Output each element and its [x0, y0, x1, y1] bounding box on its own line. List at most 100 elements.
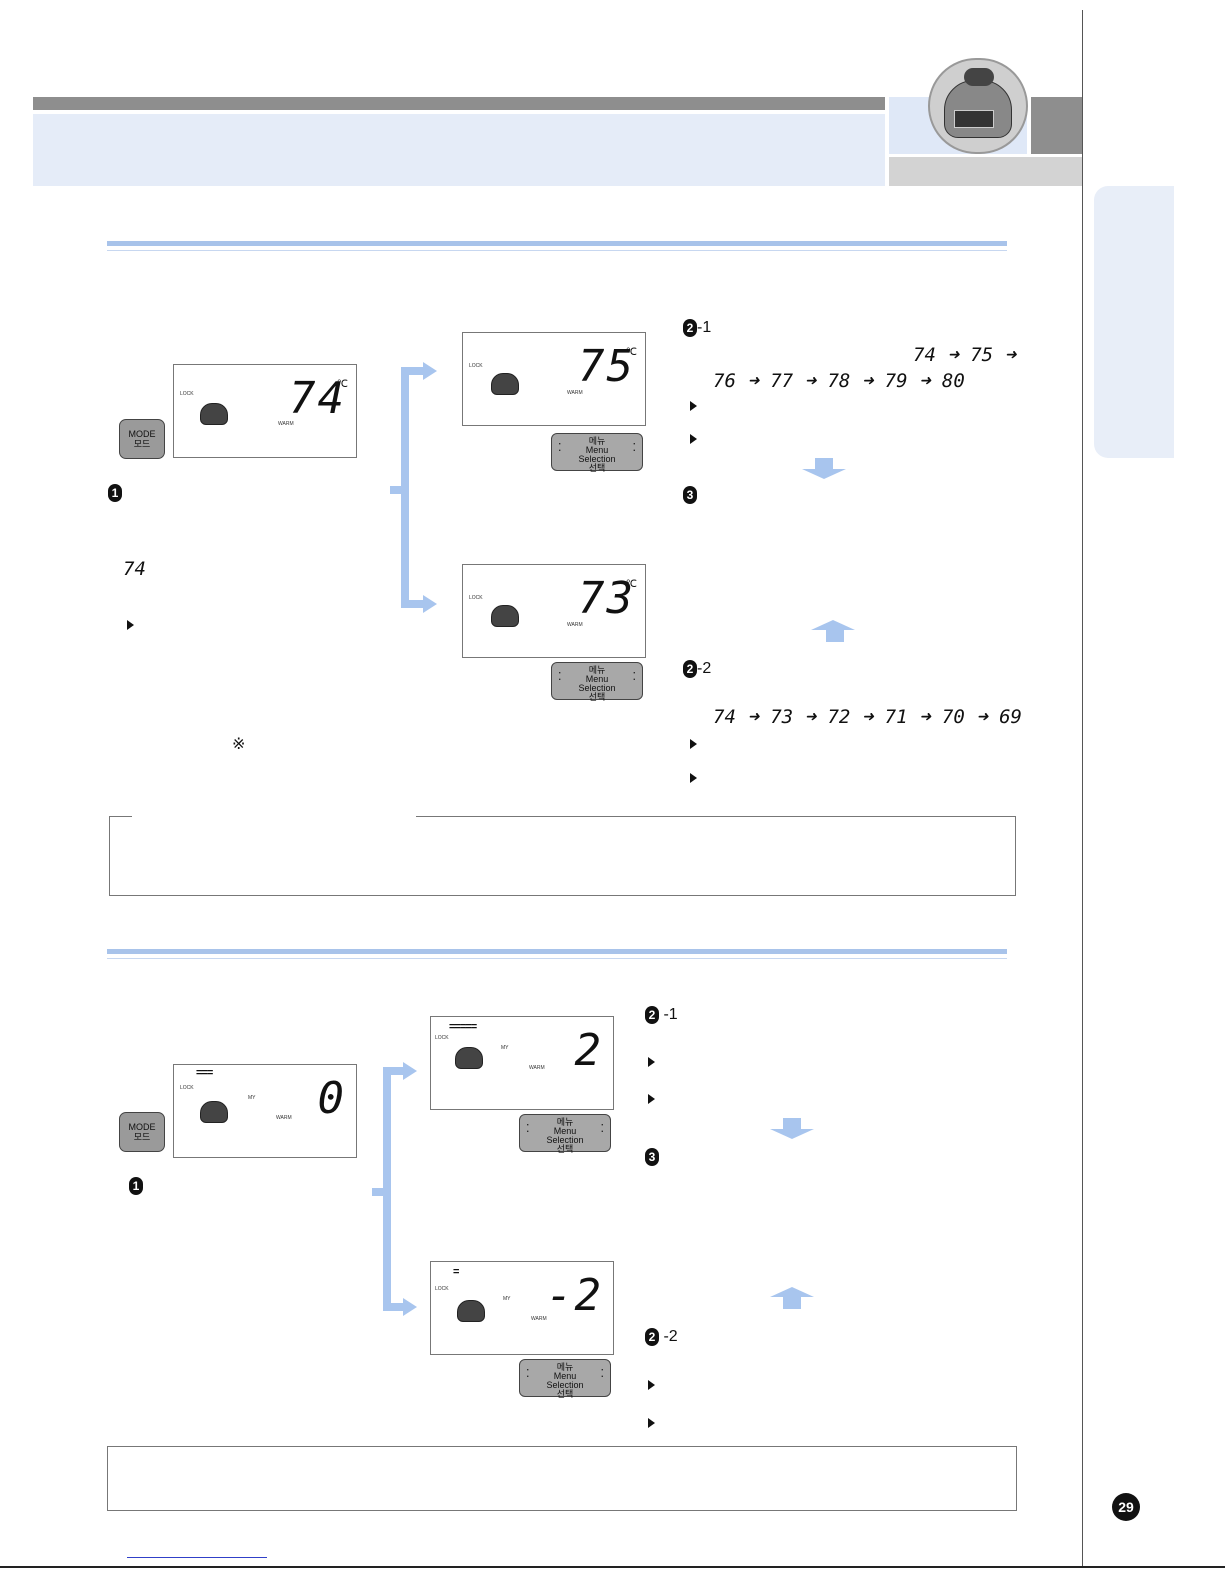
temp-seq-up-a: 74 ➜ 75 ➜	[913, 344, 1016, 366]
warm-label: WARM	[531, 1316, 547, 1322]
branch-arrow-up	[401, 367, 425, 375]
selection-label: Selection	[578, 454, 616, 464]
menu-label: Menu	[553, 1371, 577, 1381]
header-grey-block	[1031, 97, 1083, 154]
lcd-level-value: -2	[546, 1270, 603, 1321]
step-3-marker-2: 3	[645, 1148, 659, 1166]
lock-label: LOCK	[469, 595, 483, 601]
page-bottom-line	[0, 1566, 1225, 1568]
selection-label-ko: 선택	[588, 463, 606, 473]
header-title-band	[33, 114, 885, 186]
mode-button-2[interactable]: MODE 모드	[119, 1112, 165, 1152]
selection-label-ko: 선택	[588, 692, 606, 702]
branch-arrow-vertical-2	[383, 1067, 391, 1311]
arrow-up-icon	[811, 620, 855, 630]
branch-arrow-vertical	[401, 367, 409, 607]
branch-arrow-stub	[390, 486, 404, 494]
lcd-main-my-level: === LOCK MY WARM 0	[173, 1064, 357, 1158]
lock-label: LOCK	[435, 1286, 449, 1292]
page-edge-line	[1082, 10, 1083, 1567]
selection-label: Selection	[578, 683, 616, 693]
bullet-icon	[690, 401, 697, 411]
arrow-up-stem	[826, 630, 844, 642]
bullet-icon	[648, 1418, 655, 1428]
chapter-side-tab	[1094, 186, 1174, 458]
menu-selection-button-down[interactable]: ⁚ ⁚ 메뉴 Menu Selection 선택	[551, 662, 643, 702]
step-2-2-marker: 2-2	[683, 660, 711, 678]
bullet-icon	[690, 773, 697, 783]
menu-selection-button[interactable]: ⁚ ⁚ 메뉴 Menu Selection 선택	[551, 433, 643, 473]
cooker-icon	[200, 403, 228, 425]
warm-label: WARM	[529, 1065, 545, 1071]
header-dark-band	[33, 97, 885, 110]
degree-label: ℃	[625, 579, 637, 590]
step-2-1-marker: 2-1	[683, 319, 711, 337]
menu-label-ko: 메뉴	[556, 1117, 574, 1127]
cooker-icon	[200, 1101, 228, 1123]
step-2-2-marker-2: 2 -2	[645, 1328, 678, 1346]
lcd-up-temp: LOCK WARM 75 ℃	[462, 332, 646, 426]
warm-label: WARM	[567, 622, 583, 628]
lcd-temp-value: 73	[578, 573, 635, 624]
arrow-down-icon	[815, 458, 833, 470]
cooker-icon	[491, 373, 519, 395]
section2-rule	[107, 949, 1007, 954]
lcd-temp-value: 75	[578, 341, 635, 392]
step-1-marker-2: 1	[129, 1177, 143, 1195]
mode-button-label: MODE	[128, 429, 156, 439]
mode-button[interactable]: MODE 모드	[119, 419, 165, 459]
lcd-temp-value: 74	[289, 373, 346, 424]
lock-label: LOCK	[180, 1085, 194, 1091]
menu-selection-button-2[interactable]: ⁚ ⁚ 메뉴 Menu Selection 선택	[519, 1114, 611, 1154]
note-mark: ※	[232, 736, 246, 753]
footer-link-underline	[127, 1557, 267, 1558]
arrow-up-stem	[783, 1297, 801, 1309]
lock-label: LOCK	[469, 363, 483, 369]
level-bars: ===	[196, 1067, 213, 1079]
lcd-level-value: 0	[317, 1073, 346, 1124]
my-label: MY	[501, 1045, 509, 1051]
step-2-1-marker-2: 2 -1	[645, 1006, 678, 1024]
rice-cooker-icon	[928, 58, 1028, 154]
bullet-icon	[648, 1094, 655, 1104]
note-box-2	[107, 1446, 1017, 1511]
mode-button-label: MODE	[128, 1122, 156, 1132]
lcd-level-value: 2	[574, 1025, 603, 1076]
step-1-temp-value: 74	[123, 558, 146, 580]
selection-label-ko: 선택	[556, 1144, 574, 1154]
section1-rule	[107, 241, 1007, 246]
mode-button-label-ko: 모드	[133, 1132, 151, 1142]
cooker-icon	[491, 605, 519, 627]
cooker-icon	[457, 1300, 485, 1322]
menu-label: Menu	[585, 674, 609, 684]
branch-arrow-down	[401, 600, 425, 608]
bullet-icon	[690, 739, 697, 749]
level-bars: =====	[449, 1021, 477, 1033]
arrow-down-head	[770, 1129, 814, 1139]
menu-label: Menu	[585, 445, 609, 455]
mode-button-label-ko: 모드	[133, 439, 151, 449]
menu-label: Menu	[553, 1126, 577, 1136]
section2-rule-thin	[107, 958, 1007, 959]
arrow-head-icon	[423, 362, 437, 380]
branch-arrow-up-2	[383, 1067, 405, 1075]
arrow-head-icon	[403, 1298, 417, 1316]
lcd-main-warm-temp: LOCK WARM 74 ℃	[173, 364, 357, 458]
menu-selection-button-2-down[interactable]: ⁚ ⁚ 메뉴 Menu Selection 선택	[519, 1359, 611, 1399]
cooker-icon	[455, 1047, 483, 1069]
menu-label-ko: 메뉴	[588, 665, 606, 675]
warm-label: WARM	[276, 1115, 292, 1121]
arrow-head-icon	[403, 1062, 417, 1080]
degree-label: ℃	[625, 347, 637, 358]
lcd-up-level: ===== LOCK MY WARM 2	[430, 1016, 614, 1110]
warm-label: WARM	[567, 390, 583, 396]
selection-label: Selection	[546, 1380, 584, 1390]
bullet-icon	[127, 620, 134, 630]
selection-label: Selection	[546, 1135, 584, 1145]
arrow-head-icon	[423, 595, 437, 613]
lock-label: LOCK	[435, 1035, 449, 1041]
my-label: MY	[248, 1095, 256, 1101]
menu-label-ko: 메뉴	[588, 436, 606, 446]
branch-arrow-stub-2	[372, 1188, 386, 1196]
lcd-down-level: = LOCK MY WARM -2	[430, 1261, 614, 1355]
